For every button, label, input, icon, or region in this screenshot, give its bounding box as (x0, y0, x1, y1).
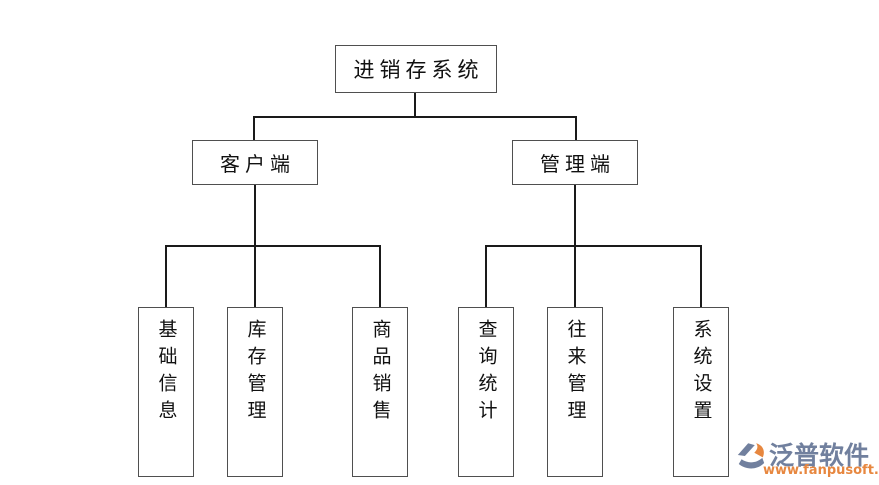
connector-line (575, 116, 577, 140)
node-contacts-mgmt: 往来管理 (547, 307, 603, 477)
brand-name: 泛普软件 (769, 441, 870, 470)
node-label: 商品销售 (369, 319, 392, 427)
connector-line (485, 245, 702, 247)
node-label: 系统设置 (690, 319, 713, 427)
node-label: 库存管理 (244, 319, 267, 427)
node-client-side: 客户端 (192, 140, 318, 185)
brand-watermark: 泛普软件 www.fanpusoft.com (735, 438, 879, 480)
node-label: 往来管理 (564, 319, 587, 427)
connector-line (485, 245, 487, 307)
connector-line (253, 116, 577, 118)
connector-line (414, 93, 416, 117)
node-inventory-mgmt: 库存管理 (227, 307, 283, 477)
node-query-stats: 查询统计 (458, 307, 514, 477)
node-root-system: 进销存系统 (335, 45, 497, 93)
node-label: 查询统计 (475, 319, 498, 427)
node-basic-info: 基础信息 (138, 307, 194, 477)
connector-line (700, 245, 702, 307)
brand-url: www.fanpusoft.com (763, 463, 879, 478)
node-admin-side: 管理端 (512, 140, 638, 185)
node-product-sales: 商品销售 (352, 307, 408, 477)
node-label: 基础信息 (155, 319, 178, 427)
node-system-settings: 系统设置 (673, 307, 729, 477)
connector-line (165, 245, 167, 307)
fanpu-logo-icon (737, 443, 765, 469)
connector-line (165, 245, 381, 247)
connector-line (253, 116, 255, 140)
connector-line (379, 245, 381, 307)
